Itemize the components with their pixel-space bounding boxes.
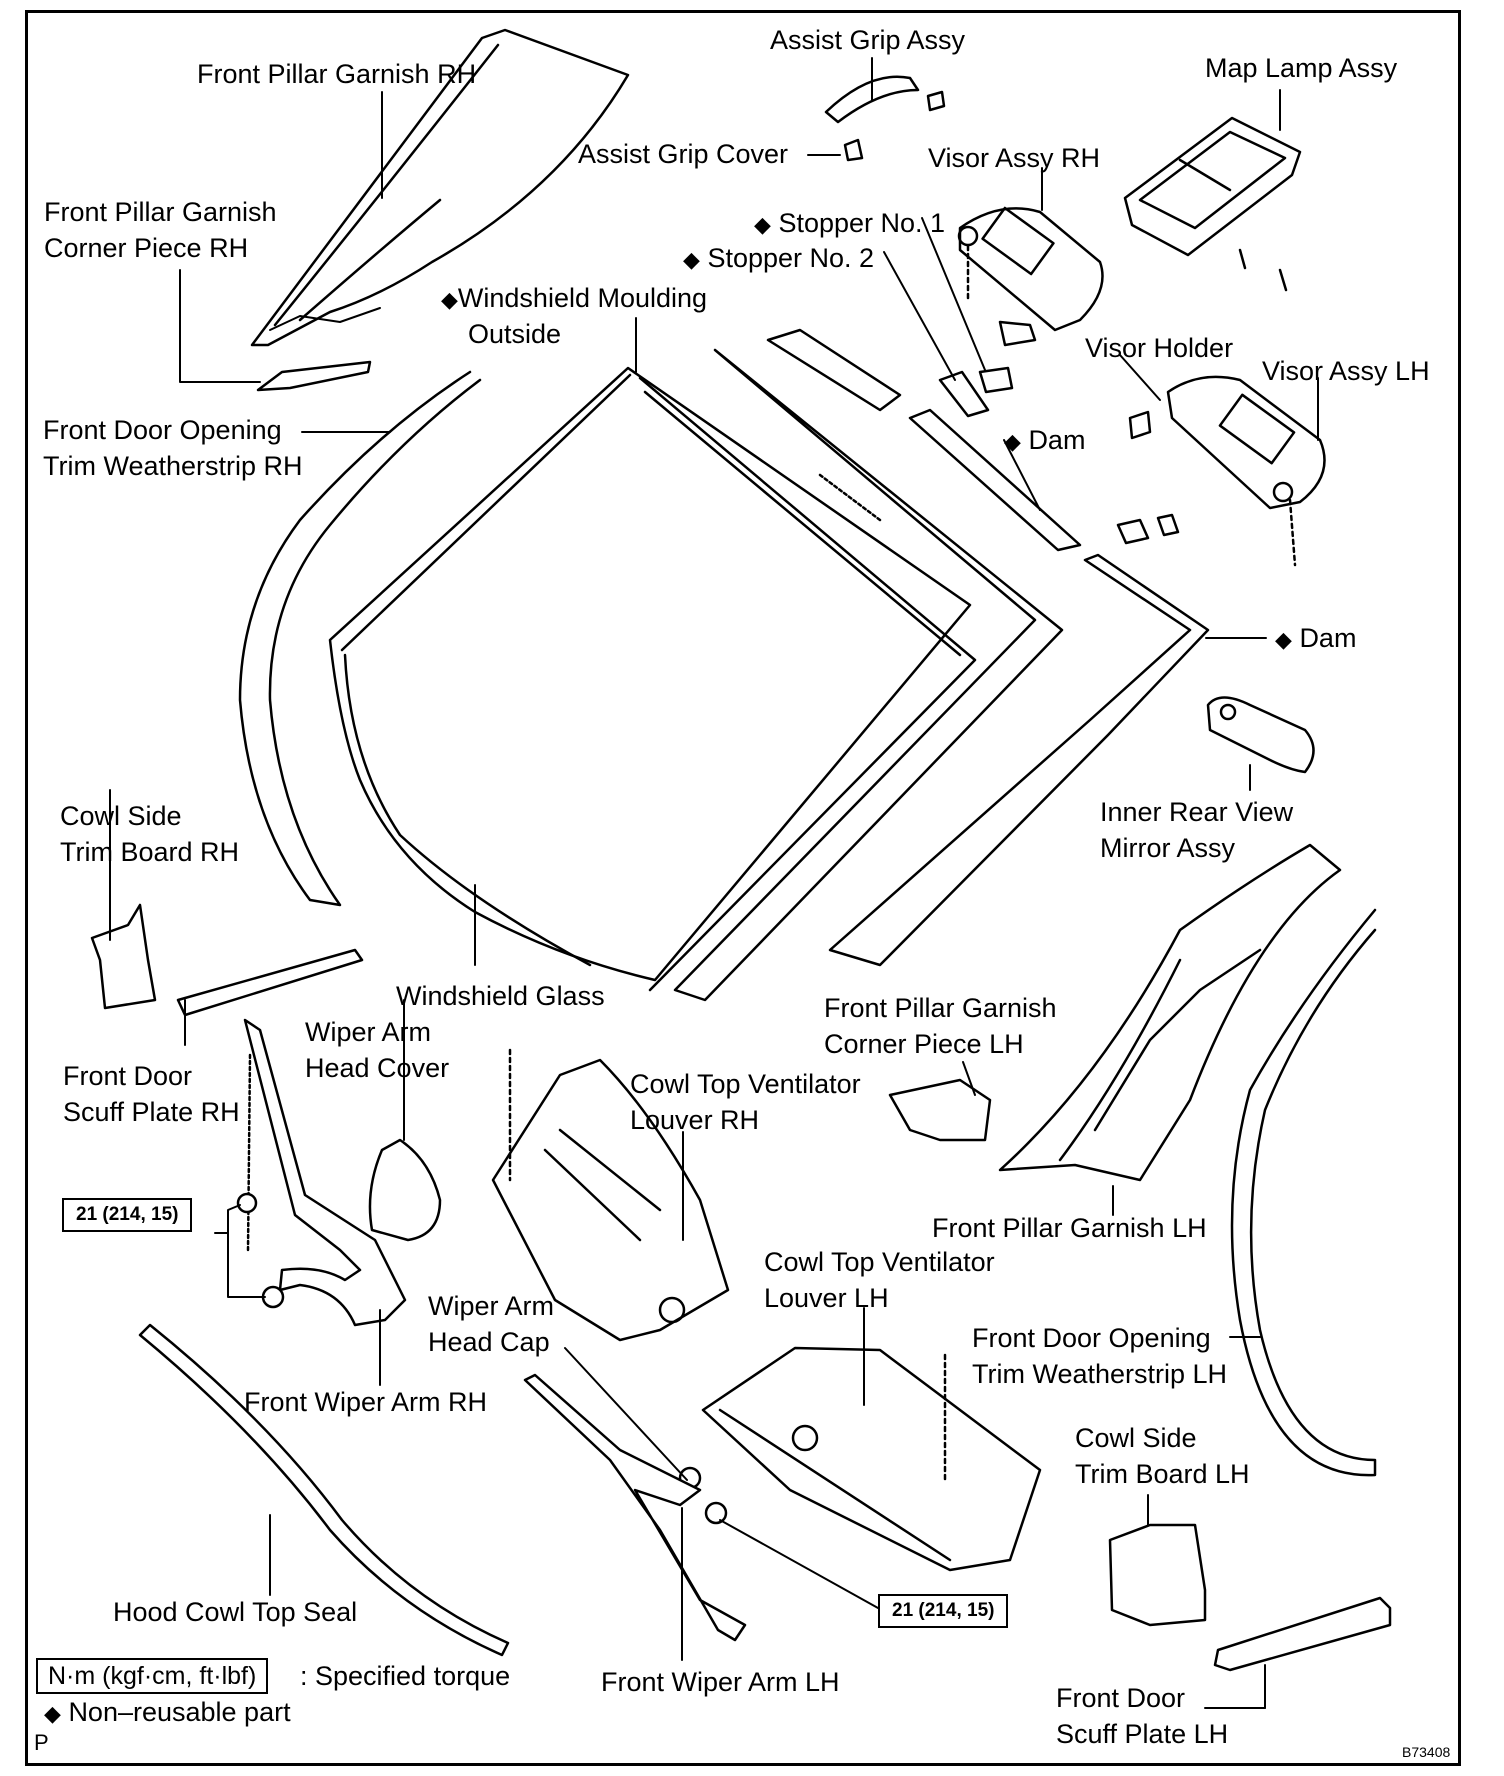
label-wiper-head-cap-line2: Head Cap xyxy=(428,1327,550,1357)
torque-nuts xyxy=(236,1192,728,1525)
non-reusable-diamond-icon: ◆ xyxy=(44,1701,61,1726)
label-front-pillar-corner-lh-line2: Corner Piece LH xyxy=(824,1029,1024,1059)
map-lamp-part xyxy=(1123,116,1302,292)
label-wiper-head-cap-line1: Wiper Arm xyxy=(428,1291,555,1321)
label-door-weatherstrip-lh-line2: Trim Weatherstrip LH xyxy=(972,1359,1228,1389)
non-reusable-diamond-icon: ◆ xyxy=(1275,627,1292,652)
legend-non-reusable: ◆ Non–reusable part xyxy=(44,1694,291,1732)
label-inner-mirror-line2: Mirror Assy xyxy=(1100,833,1235,863)
label-front-pillar-garnish-rh: Front Pillar Garnish RH xyxy=(197,59,477,89)
label-windshield-moulding-text: Windshield Moulding xyxy=(457,283,708,313)
door-weatherstrip-lh-part xyxy=(1230,908,1377,1477)
cowl-louver-rh-part xyxy=(491,1048,730,1342)
label-front-pillar-corner-rh-line2: Corner Piece RH xyxy=(44,233,249,263)
torque-spec-rh: 21 (214, 15) xyxy=(62,1198,193,1232)
cowl-side-rh-part xyxy=(90,903,157,1010)
label-scuff-plate-lh-line2: Scuff Plate LH xyxy=(1056,1719,1229,1749)
torque-spec-lh: 21 (214, 15) xyxy=(878,1594,1009,1628)
label-dam-upper: ◆ Dam xyxy=(1004,422,1085,460)
label-cowl-louver-lh-line2: Louver LH xyxy=(764,1283,889,1313)
leader-lines xyxy=(109,57,1319,1709)
label-front-pillar-garnish-lh: Front Pillar Garnish LH xyxy=(932,1213,1207,1243)
figure-code: B73408 xyxy=(1402,1744,1451,1760)
label-stopper-no2-text: Stopper No. 2 xyxy=(707,243,875,273)
front-pillar-corner-lh-part xyxy=(888,1078,992,1142)
legend-non-reusable-text: Non–reusable part xyxy=(68,1697,291,1727)
front-wiper-arm-rh-part xyxy=(243,1018,407,1327)
scuff-plate-rh-part xyxy=(176,948,364,1017)
label-cowl-side-lh-line2: Trim Board LH xyxy=(1075,1459,1250,1489)
label-windshield-moulding-line1: ◆Windshield Moulding xyxy=(441,280,707,318)
cowl-side-lh-part xyxy=(1108,1523,1207,1627)
label-visor-holder: Visor Holder xyxy=(1085,333,1234,363)
label-windshield-moulding-line2: Outside xyxy=(468,319,562,349)
front-pillar-garnish-lh-part xyxy=(998,843,1342,1182)
front-pillar-corner-rh-part xyxy=(256,360,372,392)
non-reusable-diamond-icon: ◆ xyxy=(754,212,771,237)
windshield-glass-part xyxy=(328,348,1064,1002)
corner-letter: P xyxy=(34,1730,49,1755)
legend-torque-unit: N·m (kgf·cm, ft·lbf) xyxy=(36,1658,269,1694)
label-assist-grip-assy: Assist Grip Assy xyxy=(770,25,966,55)
label-cowl-side-rh-line1: Cowl Side xyxy=(60,801,182,831)
label-dam-lower-text: Dam xyxy=(1299,623,1357,653)
label-map-lamp-assy: Map Lamp Assy xyxy=(1205,53,1398,83)
label-door-weatherstrip-lh-line1: Front Door Opening xyxy=(972,1323,1211,1353)
legend-torque-desc: : Specified torque xyxy=(300,1661,511,1691)
label-door-weatherstrip-rh-line2: Trim Weatherstrip RH xyxy=(43,451,303,481)
non-reusable-diamond-icon: ◆ xyxy=(683,247,700,272)
label-dam-upper-text: Dam xyxy=(1028,425,1086,455)
label-front-wiper-arm-lh: Front Wiper Arm LH xyxy=(601,1667,840,1697)
door-weatherstrip-rh-part xyxy=(238,370,482,907)
label-cowl-side-rh-line2: Trim Board RH xyxy=(60,837,240,867)
label-wiper-head-cover-line1: Wiper Arm xyxy=(305,1017,432,1047)
dam-strips-part xyxy=(766,328,1210,967)
wiper-head-cover-part xyxy=(368,1138,442,1242)
assist-grip-part xyxy=(824,75,946,162)
label-hood-cowl-seal: Hood Cowl Top Seal xyxy=(113,1597,358,1627)
label-door-weatherstrip-rh-line1: Front Door Opening xyxy=(43,415,282,445)
label-visor-assy-lh: Visor Assy LH xyxy=(1262,356,1430,386)
label-inner-mirror-line1: Inner Rear View xyxy=(1100,797,1294,827)
label-front-wiper-arm-rh: Front Wiper Arm RH xyxy=(244,1387,488,1417)
label-wiper-head-cover-line2: Head Cover xyxy=(305,1053,450,1083)
scuff-plate-lh-part xyxy=(1213,1596,1392,1672)
label-stopper-no1-text: Stopper No. 1 xyxy=(778,208,946,238)
stoppers-part xyxy=(938,366,1014,418)
label-assist-grip-cover: Assist Grip Cover xyxy=(578,139,789,169)
label-visor-assy-rh: Visor Assy RH xyxy=(928,143,1101,173)
hood-cowl-seal-part xyxy=(138,1323,510,1657)
non-reusable-diamond-icon: ◆ xyxy=(441,287,458,312)
label-scuff-plate-lh-line1: Front Door xyxy=(1056,1683,1186,1713)
inner-mirror-part xyxy=(1206,696,1315,774)
label-front-pillar-corner-lh-line1: Front Pillar Garnish xyxy=(824,993,1057,1023)
visor-lh-part xyxy=(1116,375,1326,567)
label-cowl-side-lh-line1: Cowl Side xyxy=(1075,1423,1197,1453)
label-cowl-louver-rh-line2: Louver RH xyxy=(630,1105,760,1135)
label-stopper-no1: ◆ Stopper No. 1 xyxy=(754,205,945,243)
label-scuff-plate-rh-line1: Front Door xyxy=(63,1061,193,1091)
label-front-pillar-corner-rh-line1: Front Pillar Garnish xyxy=(44,197,277,227)
front-wiper-arm-lh-part xyxy=(523,1373,747,1642)
visor-rh-part xyxy=(957,206,1104,347)
label-scuff-plate-rh-line2: Scuff Plate RH xyxy=(63,1097,240,1127)
label-dam-lower: ◆ Dam xyxy=(1275,620,1356,658)
label-windshield-glass: Windshield Glass xyxy=(396,981,605,1011)
diagram-frame xyxy=(25,10,1461,1766)
non-reusable-diamond-icon: ◆ xyxy=(1004,429,1021,454)
label-cowl-louver-rh-line1: Cowl Top Ventilator xyxy=(630,1069,861,1099)
cowl-louver-lh-part xyxy=(701,1346,1042,1572)
label-stopper-no2: ◆ Stopper No. 2 xyxy=(683,240,874,278)
label-cowl-louver-lh-line1: Cowl Top Ventilator xyxy=(764,1247,995,1277)
front-pillar-garnish-rh-part xyxy=(250,28,630,347)
